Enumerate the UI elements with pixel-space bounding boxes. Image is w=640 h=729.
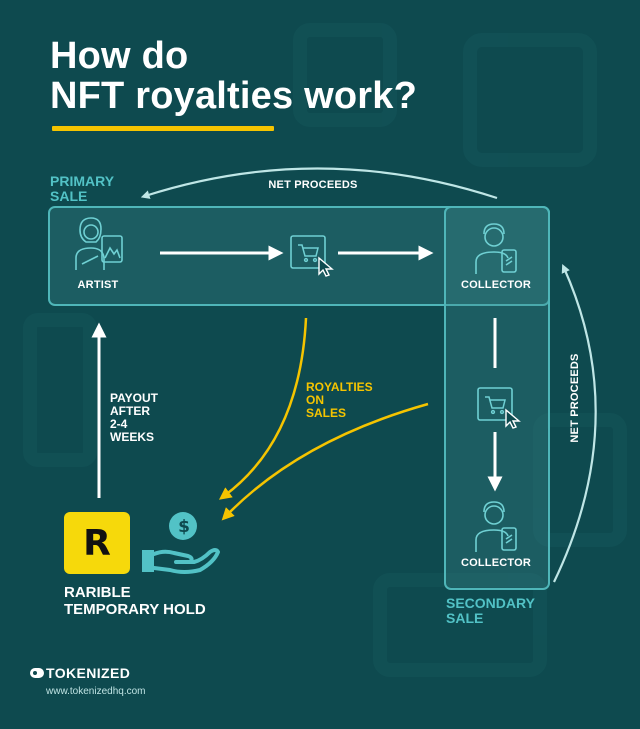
secondary-sale-box <box>444 206 550 590</box>
hand-coin-icon <box>142 512 220 574</box>
net-proceeds-top-arrow <box>140 167 498 200</box>
artist-label: ARTIST <box>77 279 119 291</box>
rarible-label: RARIBLE TEMPORARY HOLD <box>64 584 206 618</box>
marketplace-cart-icon-secondary <box>477 387 521 429</box>
collector-label-top: COLLECTOR <box>460 279 532 291</box>
marketplace-cart-icon <box>290 235 334 277</box>
secondary-sale-label: SECONDARY SALE <box>446 595 535 626</box>
title-line-1: How do <box>50 35 189 77</box>
collector-icon-bottom <box>475 501 517 552</box>
payout-label: PAYOUT AFTER 2-4 WEEKS <box>110 391 159 444</box>
page-title: How do NFT royalties work? <box>50 36 417 116</box>
title-line-2: NFT royalties work? <box>50 75 417 117</box>
artist-icon <box>75 217 123 270</box>
title-underline <box>52 126 274 131</box>
cursor-icon <box>318 256 334 277</box>
dollar-sign-icon: $ <box>178 517 190 537</box>
rarible-logo-letter: R <box>83 522 111 564</box>
net-proceeds-side-label: NET PROCEEDS <box>569 353 581 443</box>
royalties-label: ROYALTIES ON SALES <box>306 380 373 420</box>
collector-icon-top <box>475 223 517 274</box>
royalty-arrow-secondary <box>221 402 429 521</box>
primary-sale-label: PRIMARY SALE <box>50 173 115 204</box>
cursor-icon <box>505 408 521 429</box>
rarible-logo: R <box>64 512 130 574</box>
brand-name: TOKENIZED <box>46 665 131 681</box>
royalty-arrow-primary <box>218 317 308 500</box>
net-proceeds-top-label: NET PROCEEDS <box>268 179 358 191</box>
net-proceeds-side-arrow <box>553 263 597 583</box>
brand-url: www.tokenizedhq.com <box>46 686 146 697</box>
tokenized-logo-icon <box>30 668 44 678</box>
primary-sale-box <box>48 206 550 306</box>
collector-label-bottom: COLLECTOR <box>460 557 532 569</box>
